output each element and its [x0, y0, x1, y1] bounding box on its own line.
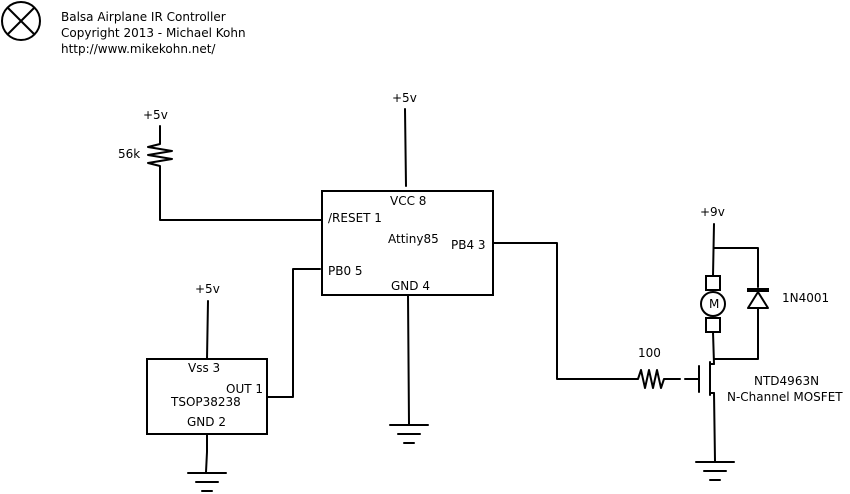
- wire-diode-bottom: [713, 307, 759, 360]
- wire-motor-supply: [712, 223, 715, 277]
- wire-diode-top: [713, 247, 759, 288]
- mcu-pb4-pin: PB4 3: [451, 238, 486, 252]
- ir-supply-label: +5v: [195, 282, 220, 296]
- mcu-gnd-pin: GND 4: [391, 279, 430, 293]
- mcu-pb0-pin: PB0 5: [328, 264, 363, 278]
- motor-supply-label: +9v: [700, 205, 725, 219]
- pullup-resistor: [147, 125, 173, 186]
- mosfet-ground-symbol: [695, 461, 735, 481]
- header-title: Balsa Airplane IR Controller: [61, 10, 226, 24]
- diode-symbol: [747, 288, 769, 309]
- ir-vss-pin: Vss 3: [188, 361, 220, 375]
- header-url: http://www.mikekohn.net/: [61, 42, 216, 56]
- mosfet-type: N-Channel MOSFET: [727, 390, 843, 404]
- mcu-reset-pin: /RESET 1: [328, 211, 382, 225]
- wire-ir-gnd: [205, 433, 208, 473]
- mcu-name: Attiny85: [388, 232, 439, 246]
- wire-mcu-vcc: [404, 108, 407, 187]
- ir-ground-symbol: [187, 472, 227, 492]
- ir-out-pin: OUT 1: [226, 382, 263, 396]
- header-copyright: Copyright 2013 - Michael Kohn: [61, 26, 246, 40]
- gate-resistor: [621, 369, 681, 389]
- ir-receiver-name: TSOP38238: [170, 395, 241, 409]
- mcu-body: [321, 190, 494, 296]
- mosfet-symbol: [684, 361, 715, 396]
- diode-name: 1N4001: [782, 291, 829, 305]
- pullup-resistor-value: 56k: [118, 147, 140, 161]
- ir-gnd-pin: GND 2: [187, 415, 226, 429]
- motor-label: M: [709, 297, 719, 311]
- motor-symbol: [700, 275, 726, 333]
- mcu-supply-label: +5v: [392, 91, 417, 105]
- wire-reset: [159, 184, 323, 221]
- wire-ir-vss: [206, 300, 209, 360]
- wire-motor-to-drain: [712, 331, 715, 365]
- mcu-vcc-pin: VCC 8: [390, 194, 426, 208]
- gate-resistor-value: 100: [638, 346, 661, 360]
- wire-mcu-gnd: [407, 294, 410, 425]
- mcu-ground-symbol: [389, 424, 429, 444]
- pullup-supply-label: +5v: [143, 108, 168, 122]
- schematic-logo: [1, 1, 41, 41]
- mosfet-part: NTD4963N: [754, 374, 819, 388]
- wire-mosfet-source: [713, 392, 716, 462]
- ir-receiver-body: [146, 358, 268, 435]
- wire-pb4: [492, 242, 623, 380]
- wire-ir-out-to-pb0: [266, 268, 321, 398]
